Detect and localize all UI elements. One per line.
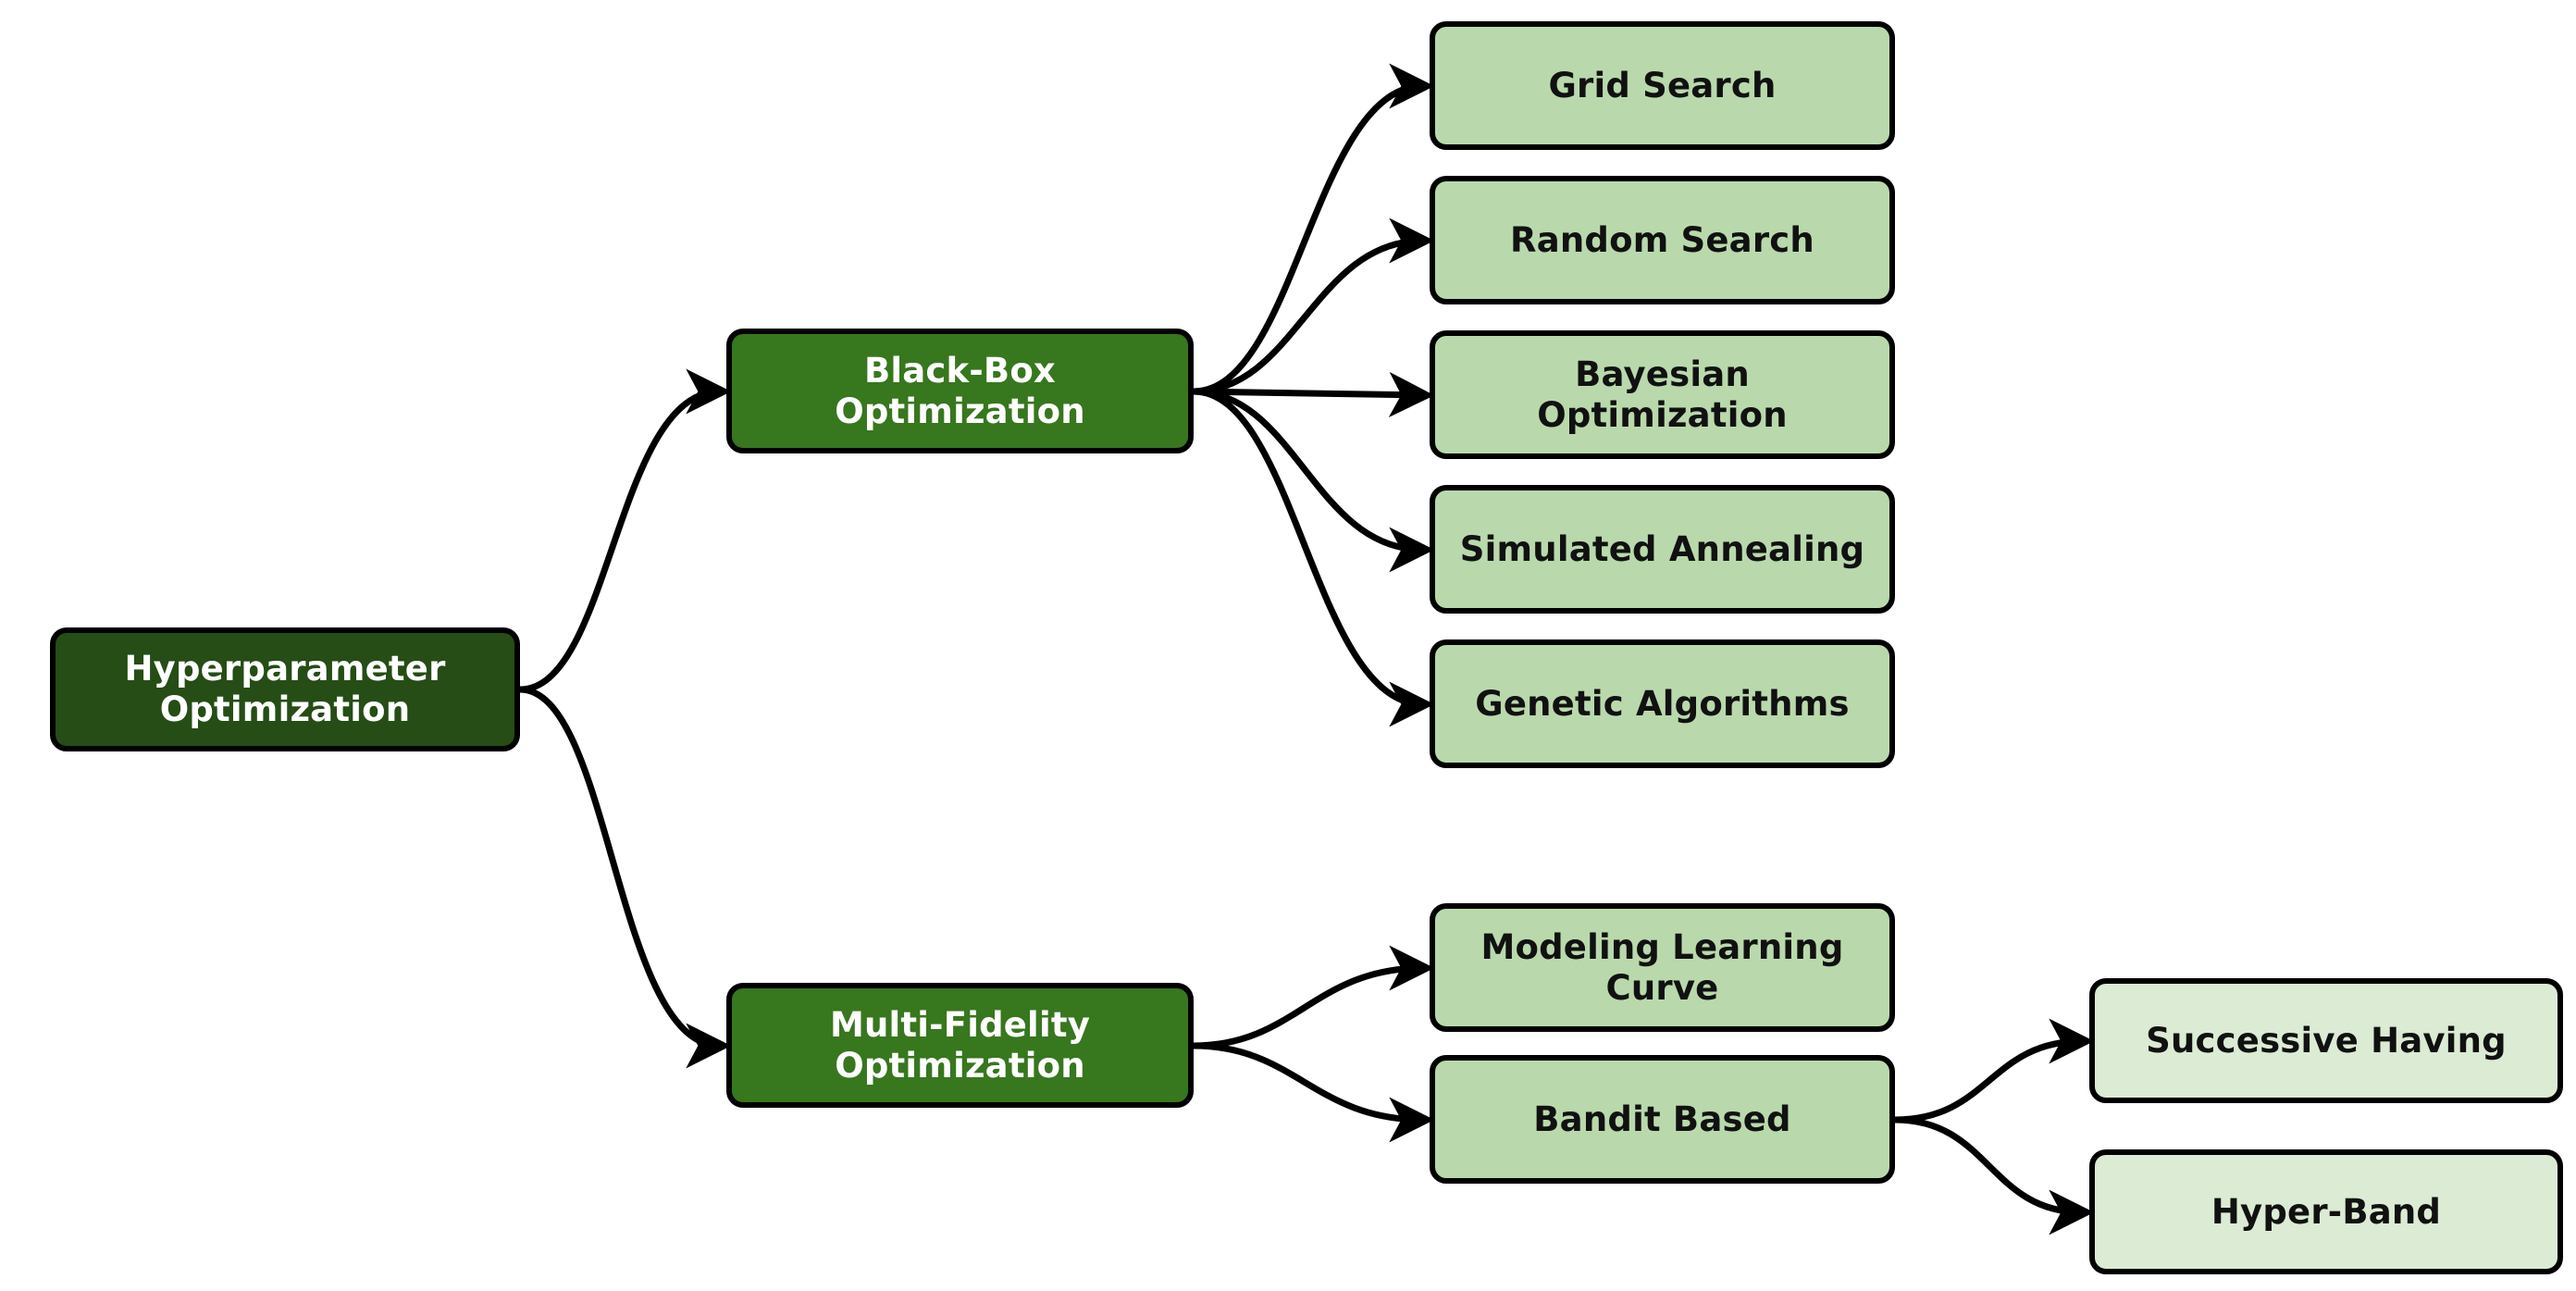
node-genetic-algorithms[interactable]: Genetic Algorithms <box>1430 639 1895 768</box>
node-label: Multi-Fidelity Optimization <box>829 1004 1091 1086</box>
node-hyper-band[interactable]: Hyper-Band <box>2089 1149 2563 1274</box>
node-multi-fidelity-optimization[interactable]: Multi-Fidelity Optimization <box>726 983 1194 1108</box>
node-black-box-optimization[interactable]: Black-Box Optimization <box>726 329 1194 453</box>
node-hyperparameter-optimization[interactable]: Hyperparameter Optimization <box>50 627 520 751</box>
node-label: Simulated Annealing <box>1459 528 1865 569</box>
node-bayesian-optimization[interactable]: Bayesian Optimization <box>1430 330 1895 459</box>
node-successive-having[interactable]: Successive Having <box>2089 978 2563 1103</box>
node-modeling-learning-curve[interactable]: Modeling Learning Curve <box>1430 903 1895 1032</box>
node-label: Hyper-Band <box>2211 1191 2442 1232</box>
node-grid-search[interactable]: Grid Search <box>1430 21 1895 150</box>
node-label: Genetic Algorithms <box>1475 683 1850 724</box>
node-label: Bandit Based <box>1533 1099 1791 1139</box>
node-label: Bayesian Optimization <box>1537 354 1788 435</box>
node-random-search[interactable]: Random Search <box>1430 176 1895 304</box>
node-bandit-based[interactable]: Bandit Based <box>1430 1055 1895 1184</box>
node-label: Modeling Learning Curve <box>1480 926 1844 1008</box>
node-simulated-annealing[interactable]: Simulated Annealing <box>1430 485 1895 614</box>
node-label: Hyperparameter Optimization <box>124 649 446 729</box>
node-label: Successive Having <box>2146 1020 2507 1061</box>
node-label: Black-Box Optimization <box>835 350 1085 431</box>
node-label: Grid Search <box>1548 65 1777 106</box>
node-label: Random Search <box>1510 219 1814 260</box>
